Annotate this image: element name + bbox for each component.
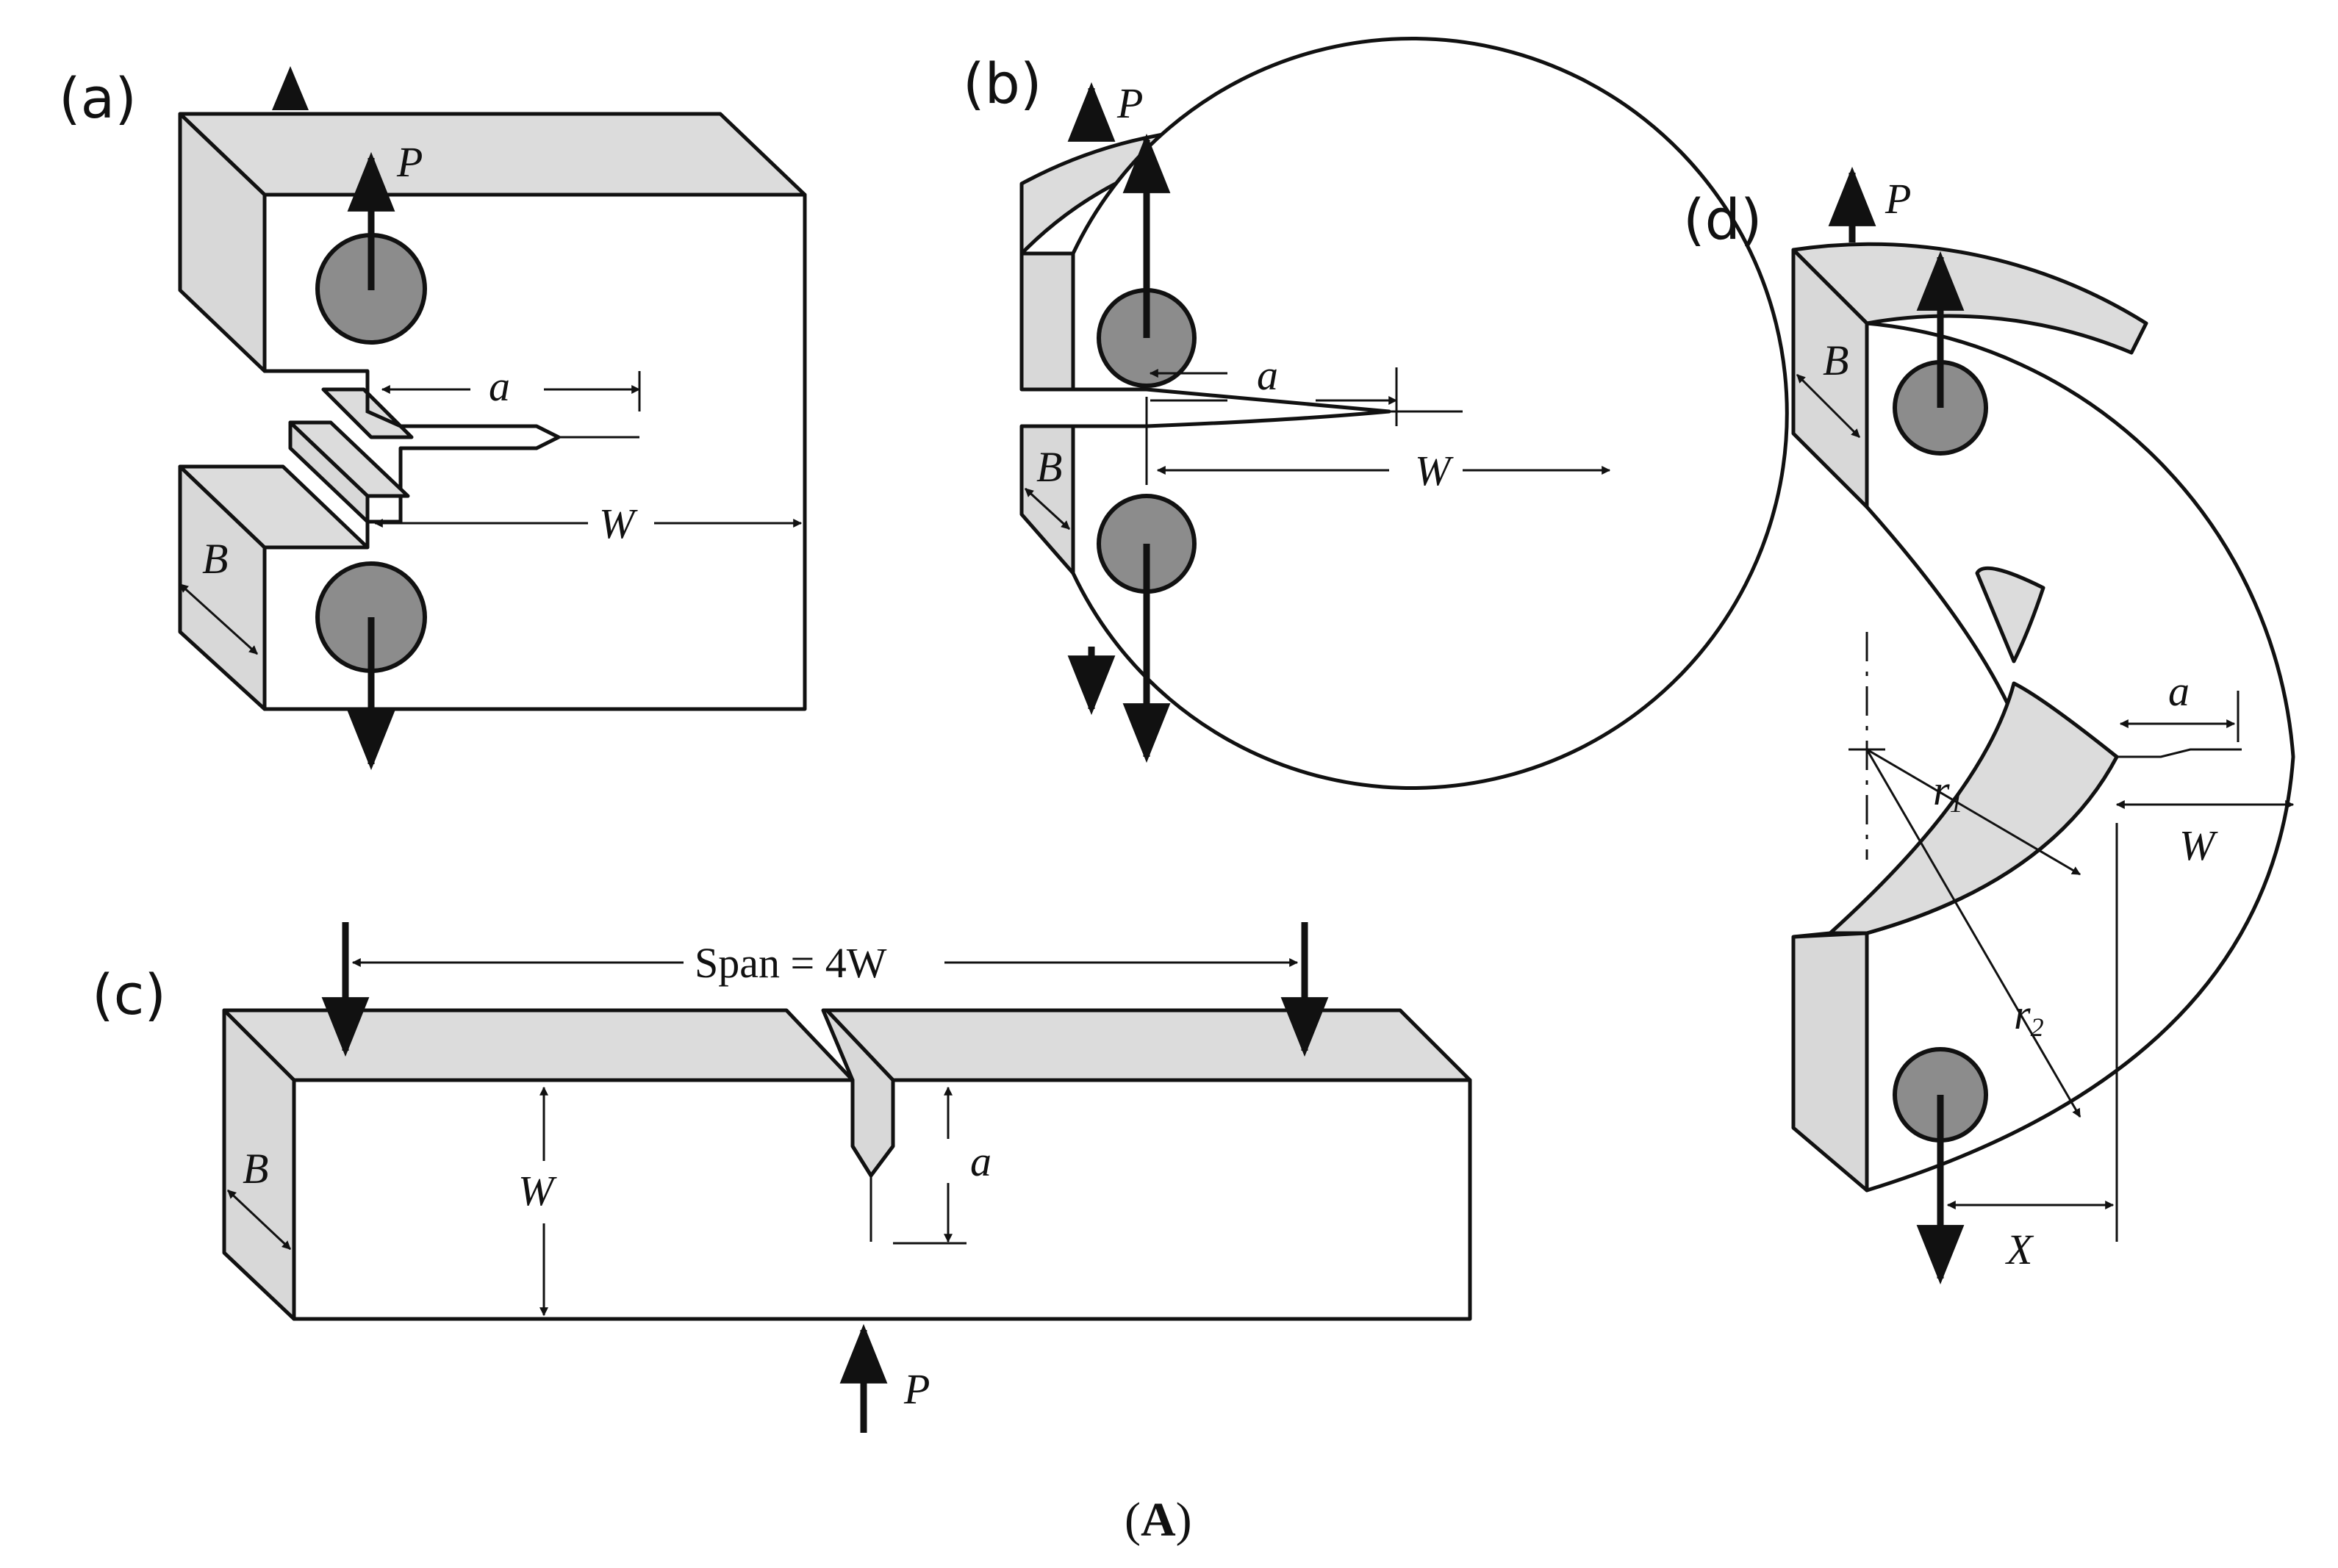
inner-radius-symbol: r	[1933, 766, 1950, 814]
load-label: P	[1116, 79, 1143, 127]
offset-label: X	[2005, 1226, 2034, 1273]
thickness-label: B	[202, 535, 228, 583]
panel-b-label: (b)	[963, 51, 1042, 116]
b-dim	[1024, 487, 1071, 531]
panel-a-compact-tension: (a) P a W B	[59, 65, 807, 771]
top-face	[178, 112, 807, 197]
outer-radius-label: r2	[2014, 990, 2044, 1042]
figure-caption: (A)	[1125, 1493, 1192, 1547]
caption-text: (A)	[1125, 1493, 1192, 1547]
top-face-left	[222, 1008, 855, 1082]
arc-inner-upper	[1975, 566, 2045, 663]
caption-char: (	[1125, 1493, 1141, 1547]
width-label: W	[518, 1167, 557, 1215]
load-label: P	[1885, 175, 1911, 223]
panel-a-label: (a)	[59, 65, 137, 131]
b-dim	[179, 583, 259, 655]
crack-length-label: a	[2168, 667, 2190, 715]
grip-arrow-up	[272, 66, 309, 110]
lower-end-edge	[1793, 931, 1831, 939]
load-label: P	[903, 1365, 930, 1413]
outer-radius-symbol: r	[2014, 990, 2031, 1038]
top-face-right	[825, 1008, 1472, 1082]
lower-end-face	[1791, 931, 1869, 1193]
crack-length-label: a	[970, 1137, 992, 1185]
span-label: Span = 4W	[695, 939, 887, 987]
panel-d-arc-tension: (d) P B r1 r2 a	[1683, 166, 2295, 1285]
load-label: P	[396, 138, 423, 186]
inner-radius-sub: 1	[1950, 788, 1963, 818]
caption-char: )	[1176, 1493, 1192, 1547]
crack-length-label: a	[489, 362, 510, 410]
notch-step-face	[288, 420, 370, 524]
notch-edge	[365, 371, 402, 428]
r1-line	[1866, 748, 2081, 876]
r2-line	[1865, 749, 2081, 1118]
width-label: W	[599, 500, 638, 547]
panel-c-single-edge-bend: (c) Span = 4W W a B P	[92, 922, 1472, 1433]
panel-b-disk-compact: (b) P a W B	[963, 37, 1789, 790]
inner-radius-label: r1	[1933, 766, 1963, 818]
crack-length-label: a	[1257, 351, 1278, 399]
arc-top-band	[1791, 242, 2148, 355]
panel-c-label: (c)	[92, 962, 166, 1027]
front-face	[292, 1078, 1472, 1321]
disk-upper-side	[1019, 251, 1075, 392]
crack-line	[2117, 748, 2242, 758]
thickness-label: B	[1036, 443, 1062, 491]
thickness-label: B	[243, 1145, 268, 1193]
outer-radius-sub: 2	[2031, 1013, 2044, 1042]
caption-char: A	[1141, 1493, 1176, 1547]
panel-d-label: (d)	[1683, 187, 1763, 252]
b-dim	[226, 1189, 292, 1251]
width-label: W	[2179, 821, 2218, 869]
arc-inner-band	[1828, 681, 2119, 935]
thickness-label: B	[1823, 337, 1848, 384]
width-label: W	[1415, 447, 1454, 495]
disk-front-face	[1071, 37, 1789, 790]
b-dim	[1796, 373, 1861, 439]
